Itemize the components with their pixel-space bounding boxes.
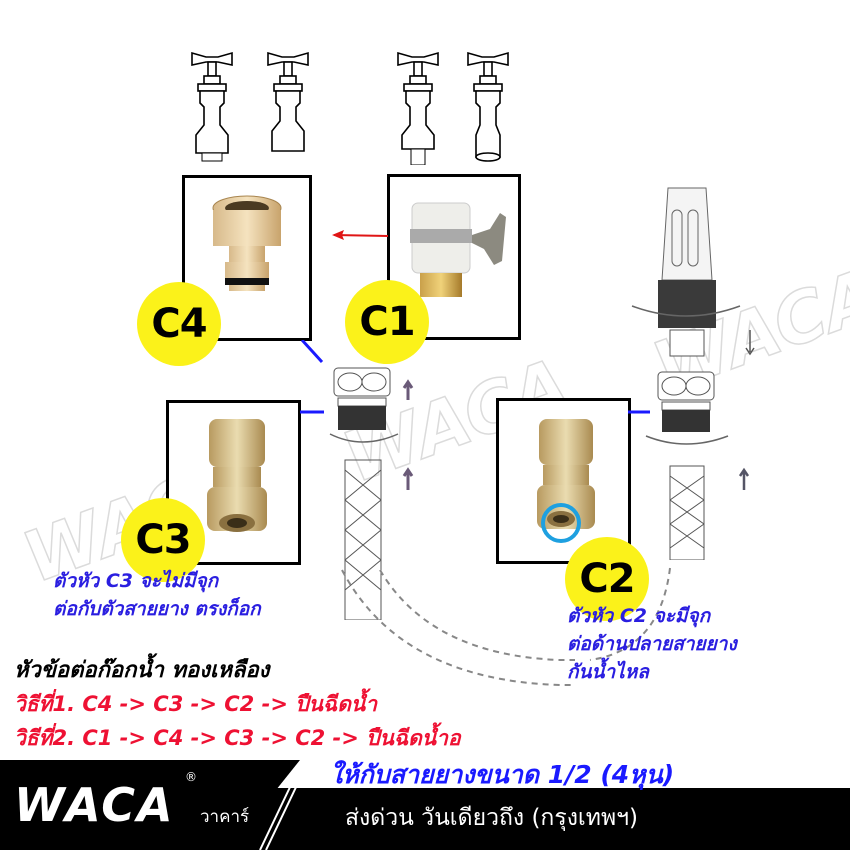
c3-note-line1: ตัวหัว C3 จะไม่มีจุก	[53, 570, 219, 592]
c2-product-frame	[496, 398, 631, 564]
waca-logo-thai: วาคาร์	[200, 807, 250, 827]
bottom-banner	[0, 788, 850, 850]
c2-note-line3: กันน้ำไหล	[567, 661, 649, 683]
product-heading: หัวข้อต่อก๊อกน้ำ ทองเหลือง	[14, 658, 270, 683]
registered-mark: ®	[185, 770, 197, 784]
connector-line	[628, 410, 650, 414]
connector-lines	[300, 340, 324, 414]
brass-tap-adapter-image	[212, 195, 282, 291]
badge-c3: C3	[121, 498, 205, 582]
red-arrow-icon	[332, 230, 389, 240]
hose-assembly-diagram-left	[329, 367, 414, 620]
brass-hose-stop-connector-image	[537, 419, 595, 543]
c2-note-line2: ต่อด้านปลายสายยาง	[567, 633, 737, 655]
hose-size-text: ให้กับสายยางขนาด 1/2 (4หุน)	[330, 760, 675, 789]
badge-c1: C1	[345, 280, 429, 364]
dashed-hose-path	[341, 567, 671, 686]
brass-hose-connector-image	[207, 419, 267, 532]
badge-c2: C2	[565, 537, 649, 621]
spray-nozzle-diagram	[631, 187, 755, 560]
universal-tap-connector-image	[410, 202, 506, 297]
banner-logo-tab	[0, 760, 300, 790]
c1-product-frame	[387, 174, 521, 340]
highlight-ring	[541, 503, 581, 543]
waca-logo: WACA	[14, 778, 175, 832]
method-2: วิธีที่2. C1 -> C4 -> C3 -> C2 -> ปืนฉีด…	[14, 726, 461, 750]
faucet-illustrations	[191, 51, 509, 165]
c3-note-line2: ต่อกับตัวสายยาง ตรงก็อก	[53, 598, 261, 620]
banner-divider-slashes	[259, 761, 309, 850]
method-1: วิธีที่1. C4 -> C3 -> C2 -> ปืนฉีดน้ำ	[14, 692, 377, 716]
c2-note-line1: ตัวหัว C2 จะมีจุก	[567, 605, 711, 627]
delivery-text: ส่งด่วน วันเดียวถึง (กรุงเทพฯ)	[345, 805, 639, 831]
badge-c4: C4	[137, 282, 221, 366]
